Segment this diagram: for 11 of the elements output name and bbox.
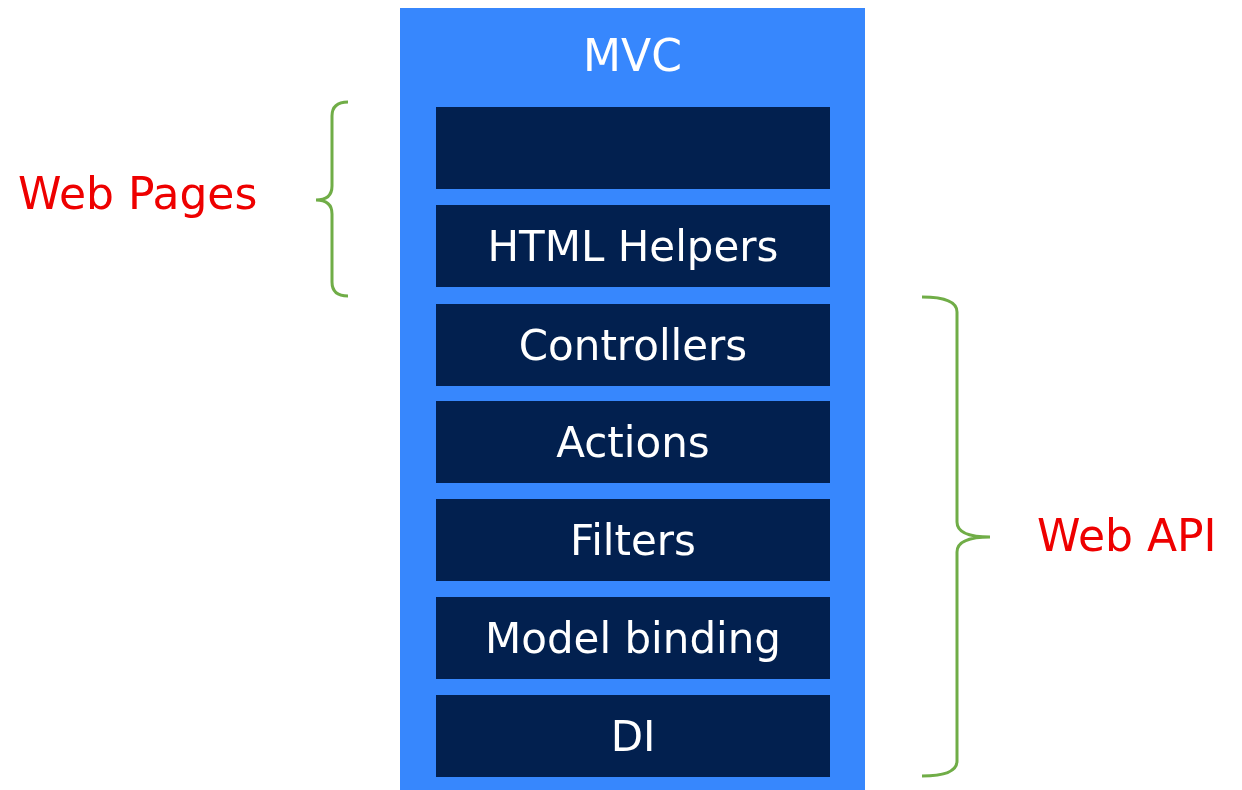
panel-title: MVC <box>582 30 683 81</box>
group-label: Web Pages <box>18 168 258 219</box>
group-label: Web API <box>1037 510 1217 561</box>
layer-box: Filters <box>436 499 830 581</box>
stack-panel <box>400 8 865 790</box>
layer-box: Model binding <box>436 597 830 679</box>
layer-box: HTML Helpers <box>436 205 830 287</box>
layer-box: Actions <box>436 401 830 483</box>
layer-box: DI <box>436 695 830 777</box>
layer-box <box>436 107 830 189</box>
layer-box: Controllers <box>436 304 830 386</box>
